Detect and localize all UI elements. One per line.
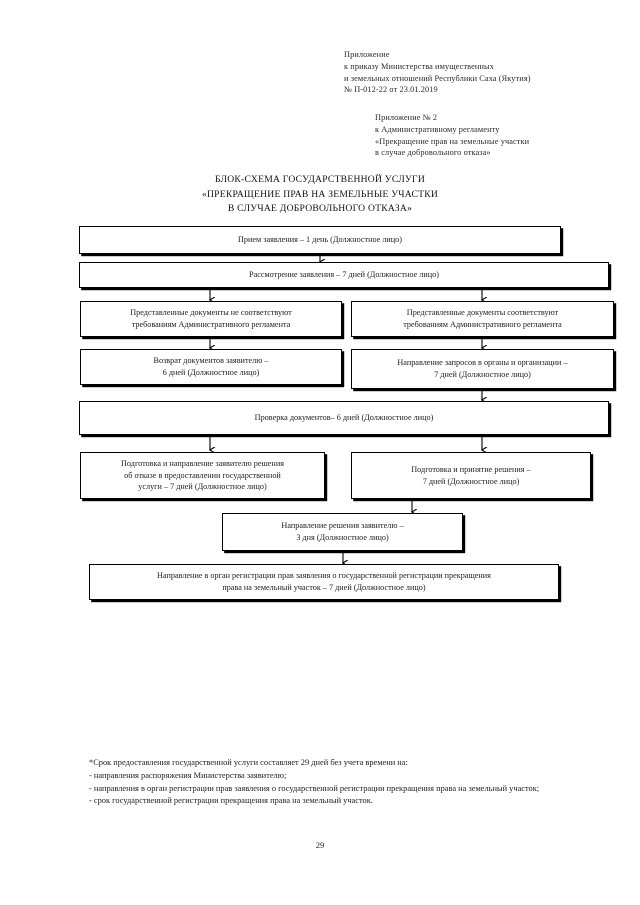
flow-node-docs-compliant: Представленные документы соответствуют т… [351,301,614,337]
header-ministry-order: Приложение к приказу Министерства имущес… [344,50,531,95]
footnote: *Срок предоставления государственной усл… [89,757,594,808]
flow-node-receive-application: Прием заявления – 1 день (Должностное ли… [79,226,561,254]
flow-node-label: Направление запросов в органы и организа… [397,358,568,379]
flow-node-check-documents: Проверка документов– 6 дней (Должностное… [79,401,609,435]
footnote-line: - направления распоряжения Министерства … [89,770,287,780]
flow-node-docs-not-compliant: Представленные документы не соответствую… [80,301,342,337]
flow-node-prepare-refusal-decision: Подготовка и направление заявителю решен… [80,452,325,499]
flow-node-send-to-registration-authority: Направление в орган регистрации прав зая… [89,564,559,600]
flow-node-label: Проверка документов– 6 дней (Должностное… [254,413,434,423]
flow-node-label: Подготовка и направление заявителю решен… [121,458,284,492]
flow-node-label: Подготовка и принятие решения – 7 дней (… [411,464,531,486]
flow-node-return-documents: Возврат документов заявителю – 6 дней (Д… [80,349,342,385]
flow-node-label: Представленные документы не соответствую… [130,308,292,329]
flow-node-label: Представленные документы соответствуют т… [403,308,562,329]
flow-node-prepare-decision: Подготовка и принятие решения – 7 дней (… [351,452,591,499]
flow-node-send-requests: Направление запросов в органы и организа… [351,349,614,389]
flow-node-label: Направление в орган регистрации прав зая… [157,571,491,592]
flow-node-label: Направление решения заявителю – 3 дня (Д… [281,521,404,542]
flow-node-send-decision-to-applicant: Направление решения заявителю – 3 дня (Д… [222,513,463,551]
header-annex-reference: Приложение № 2 к Административному регла… [375,113,530,158]
footnote-line: - срок государственной регистрации прекр… [89,796,373,806]
page-number: 29 [315,840,325,850]
footnote-line: *Срок предоставления государственной усл… [89,758,408,767]
flow-node-review-application: Рассмотрение заявления – 7 дней (Должнос… [79,262,609,288]
flow-node-label: Прием заявления – 1 день (Должностное ли… [237,235,403,245]
page-title: БЛОК-СХЕМА ГОСУДАРСТВЕННОЙ УСЛУГИ «ПРЕКР… [201,174,439,215]
footnote-line: - направления в орган регистрации прав з… [89,783,540,793]
flow-node-label: Возврат документов заявителю – 6 дней (Д… [153,356,269,377]
flow-node-label: Рассмотрение заявления – 7 дней (Должнос… [249,270,439,280]
